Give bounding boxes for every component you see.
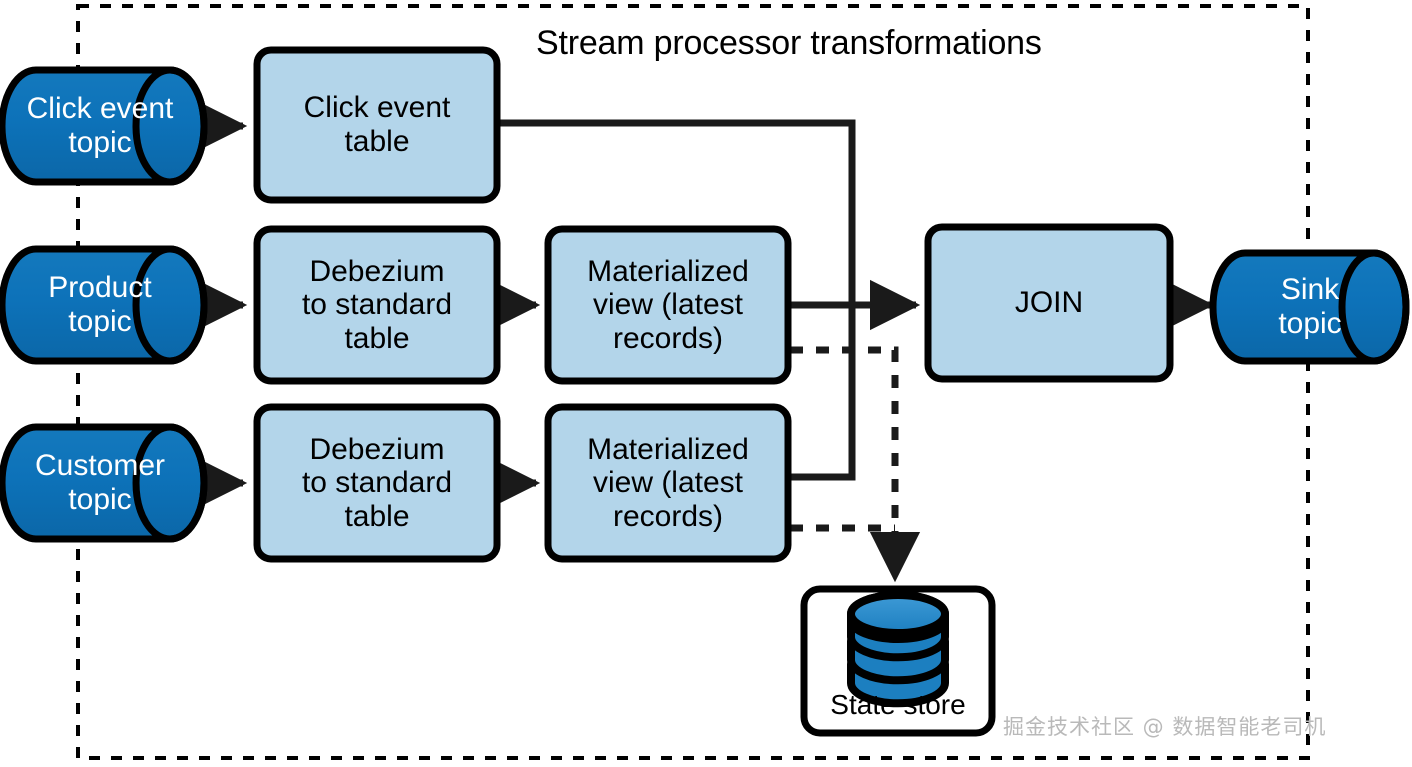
source-topic-shapes [0,66,208,543]
materialized-view-customer-shape[interactable] [544,403,792,563]
stream-processor-boundary [76,4,1310,760]
debezium-to-standard-table-product-shape[interactable] [253,225,501,385]
connector-layer [196,100,1215,509]
click-event-table-shape[interactable] [253,46,501,204]
connector-click-table-to-join [497,119,856,305]
database-stack-icon [847,591,949,708]
watermark-text: 掘金技术社区 @ 数据智能老司机 [1003,715,1327,739]
state-store-shape[interactable] [800,585,996,737]
materialized-view-product-shape[interactable] [544,225,792,385]
diagram-title: Stream processor transformations [536,24,1042,62]
click-event-topic-shape[interactable] [0,66,208,186]
debezium-to-standard-table-customer-shape[interactable] [253,403,501,563]
sink-topic-shape[interactable] [1209,249,1410,365]
join-shape[interactable] [924,223,1174,383]
state-store-label: State store [830,689,966,720]
customer-topic-shape[interactable] [0,423,208,543]
connector-materialized-view-customer-to-join [790,305,856,481]
state-store-connector-layer [790,346,921,583]
processor-shapes [253,46,1174,563]
connector-materialized-view-product-to-state-store [790,346,921,583]
product-topic-shape[interactable] [0,245,208,365]
